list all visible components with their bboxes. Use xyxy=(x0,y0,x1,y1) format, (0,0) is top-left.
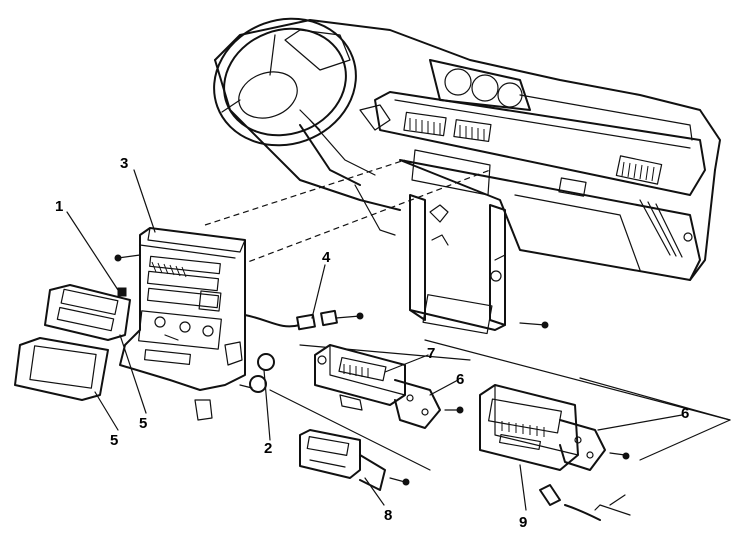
unit-part-7 xyxy=(314,344,464,429)
callout-3: 3 xyxy=(120,155,128,172)
callout-9: 9 xyxy=(519,514,527,531)
dashboard-assembly xyxy=(214,19,721,335)
wiring-harness xyxy=(244,309,364,331)
bezel-trims xyxy=(14,284,131,401)
callout-5-lower: 5 xyxy=(110,432,118,449)
guide-lines xyxy=(204,159,731,471)
callout-leaders xyxy=(66,169,683,511)
callout-5-upper: 5 xyxy=(139,415,147,432)
unit-part-8 xyxy=(299,429,410,491)
console-bezel xyxy=(114,227,246,421)
steering-wheel xyxy=(213,17,396,236)
callout-7: 7 xyxy=(427,345,435,362)
callout-8: 8 xyxy=(384,507,392,524)
callout-1: 1 xyxy=(55,198,63,215)
knob-part xyxy=(239,353,275,393)
callout-2: 2 xyxy=(264,440,272,457)
unit-part-9 xyxy=(479,384,631,521)
callout-6-middle: 6 xyxy=(456,371,464,388)
callouts: 1 2 3 4 5 5 6 6 7 8 9 xyxy=(55,155,689,531)
callout-4: 4 xyxy=(322,249,331,266)
callout-6-right: 6 xyxy=(681,405,689,422)
